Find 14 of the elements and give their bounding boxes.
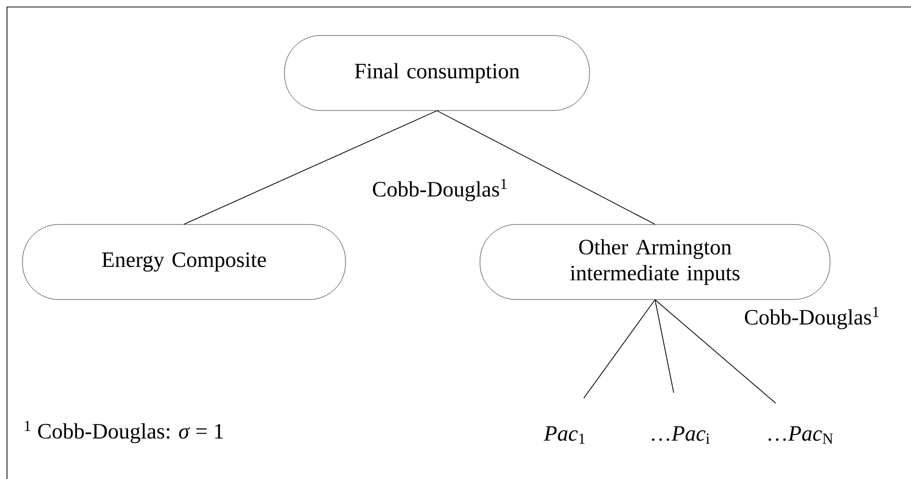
connector-line [654, 299, 674, 394]
edge-label: Cobb-Douglas$^{1}$ [743, 306, 881, 330]
edge-label: Cobb-Douglas$^{1}$ [371, 178, 509, 202]
variable-label: …Pac$_{N}$ [768, 426, 833, 444]
variable-label: …Pac$_{i}$ [652, 426, 710, 444]
connector-line [184, 110, 438, 225]
rounded-box: Other Armington intermediate inputs [480, 224, 830, 300]
rounded-box: Energy Composite [22, 224, 346, 300]
connector-line [436, 110, 656, 225]
connector-line [654, 299, 776, 404]
variable-label: Pac$_{1}$ [544, 426, 585, 444]
connector-line [583, 299, 656, 399]
footnote: $^{1}$ Cobb-Douglas: σ = 1 [24, 420, 223, 444]
rounded-box: Final consumption [284, 35, 590, 111]
